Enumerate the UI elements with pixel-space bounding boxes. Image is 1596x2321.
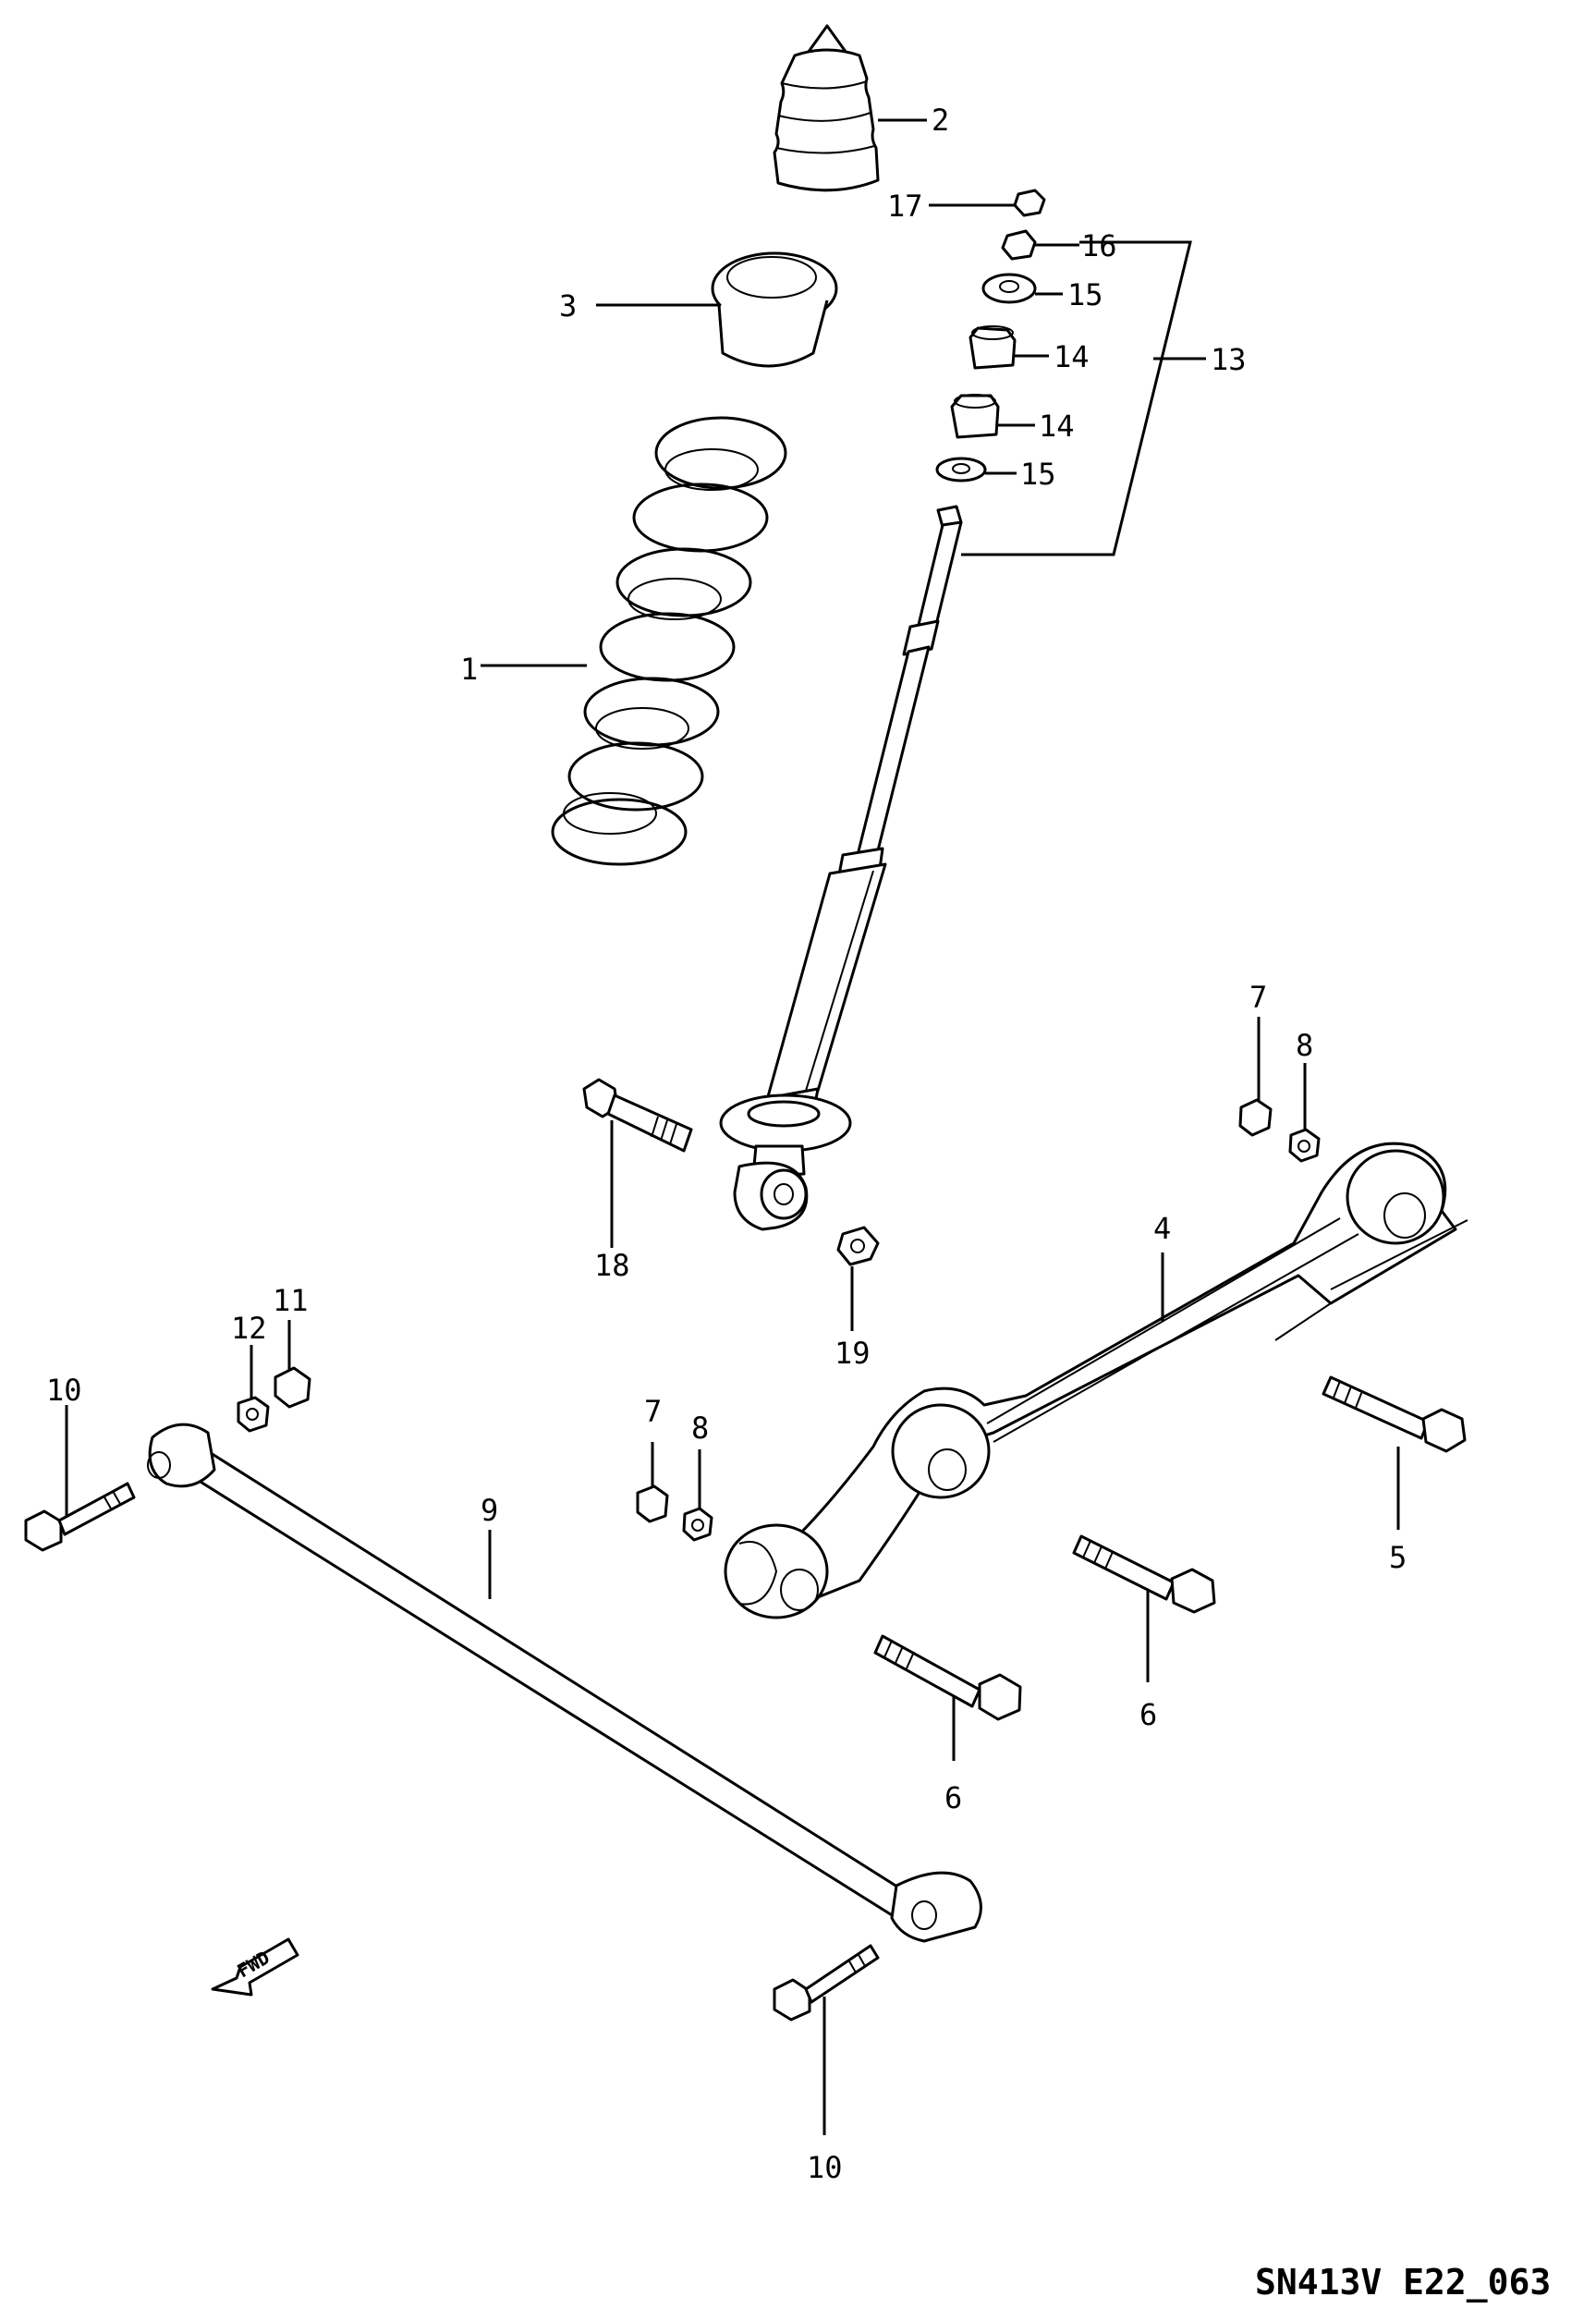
bolt-18 [582, 1078, 693, 1153]
nut-11 [274, 1366, 311, 1409]
callout-14b: 14 [1039, 409, 1075, 444]
callout-15b: 15 [1020, 457, 1056, 492]
callout-8a: 8 [1296, 1028, 1313, 1063]
bushing-14-upper [969, 325, 1017, 370]
nut-7-lower [636, 1484, 669, 1523]
spring-upper-seat [711, 251, 838, 368]
callout-8b: 8 [691, 1411, 709, 1446]
callout-6a: 6 [944, 1780, 962, 1815]
coil-spring [551, 416, 787, 866]
bolt-6-right [1072, 1534, 1216, 1614]
trailing-arm [724, 1142, 1468, 1619]
callout-7b: 7 [644, 1394, 662, 1429]
lateral-rod [147, 1423, 982, 1943]
callout-6b: 6 [1139, 1697, 1157, 1732]
bolt-10-left [24, 1482, 136, 1552]
bolt-5 [1322, 1375, 1467, 1453]
callout-10a: 10 [46, 1373, 82, 1408]
callout-13: 13 [1211, 342, 1247, 377]
callout-4: 4 [1153, 1211, 1171, 1246]
washer-12 [237, 1396, 270, 1433]
shock-absorber [719, 505, 963, 1231]
washer-8-lower [682, 1507, 713, 1542]
callout-15a: 15 [1067, 277, 1103, 312]
bolt-6-left [873, 1634, 1022, 1721]
callout-7a: 7 [1249, 980, 1267, 1015]
callout-2: 2 [932, 103, 949, 138]
nut-17 [1013, 189, 1046, 217]
callout-12: 12 [231, 1311, 267, 1346]
fwd-arrow-icon: FWD [211, 1937, 299, 1997]
callout-10b: 10 [807, 2150, 843, 2185]
washer-15-upper [981, 273, 1037, 304]
callout-9: 9 [481, 1493, 498, 1528]
callout-1: 1 [460, 652, 478, 687]
bushing-14-lower [950, 394, 1000, 439]
callout-3: 3 [559, 288, 577, 324]
callout-17: 17 [887, 189, 923, 224]
washer-15-lower [935, 457, 987, 483]
callout-19: 19 [835, 1336, 871, 1371]
callout-11: 11 [273, 1283, 309, 1318]
nut-19 [836, 1226, 880, 1266]
bump-stopper [773, 24, 880, 192]
bracket-13 [961, 240, 1192, 556]
nut-7-upper [1238, 1098, 1273, 1137]
callout-14a: 14 [1054, 339, 1090, 374]
bolt-10-right [773, 1944, 880, 2022]
callout-5: 5 [1389, 1540, 1407, 1575]
diagram-code: SN413V E22_063 [1255, 2262, 1551, 2303]
callout-16: 16 [1081, 228, 1117, 263]
washer-8-upper [1288, 1128, 1321, 1163]
nut-16 [1001, 229, 1037, 261]
callout-18: 18 [594, 1248, 630, 1283]
